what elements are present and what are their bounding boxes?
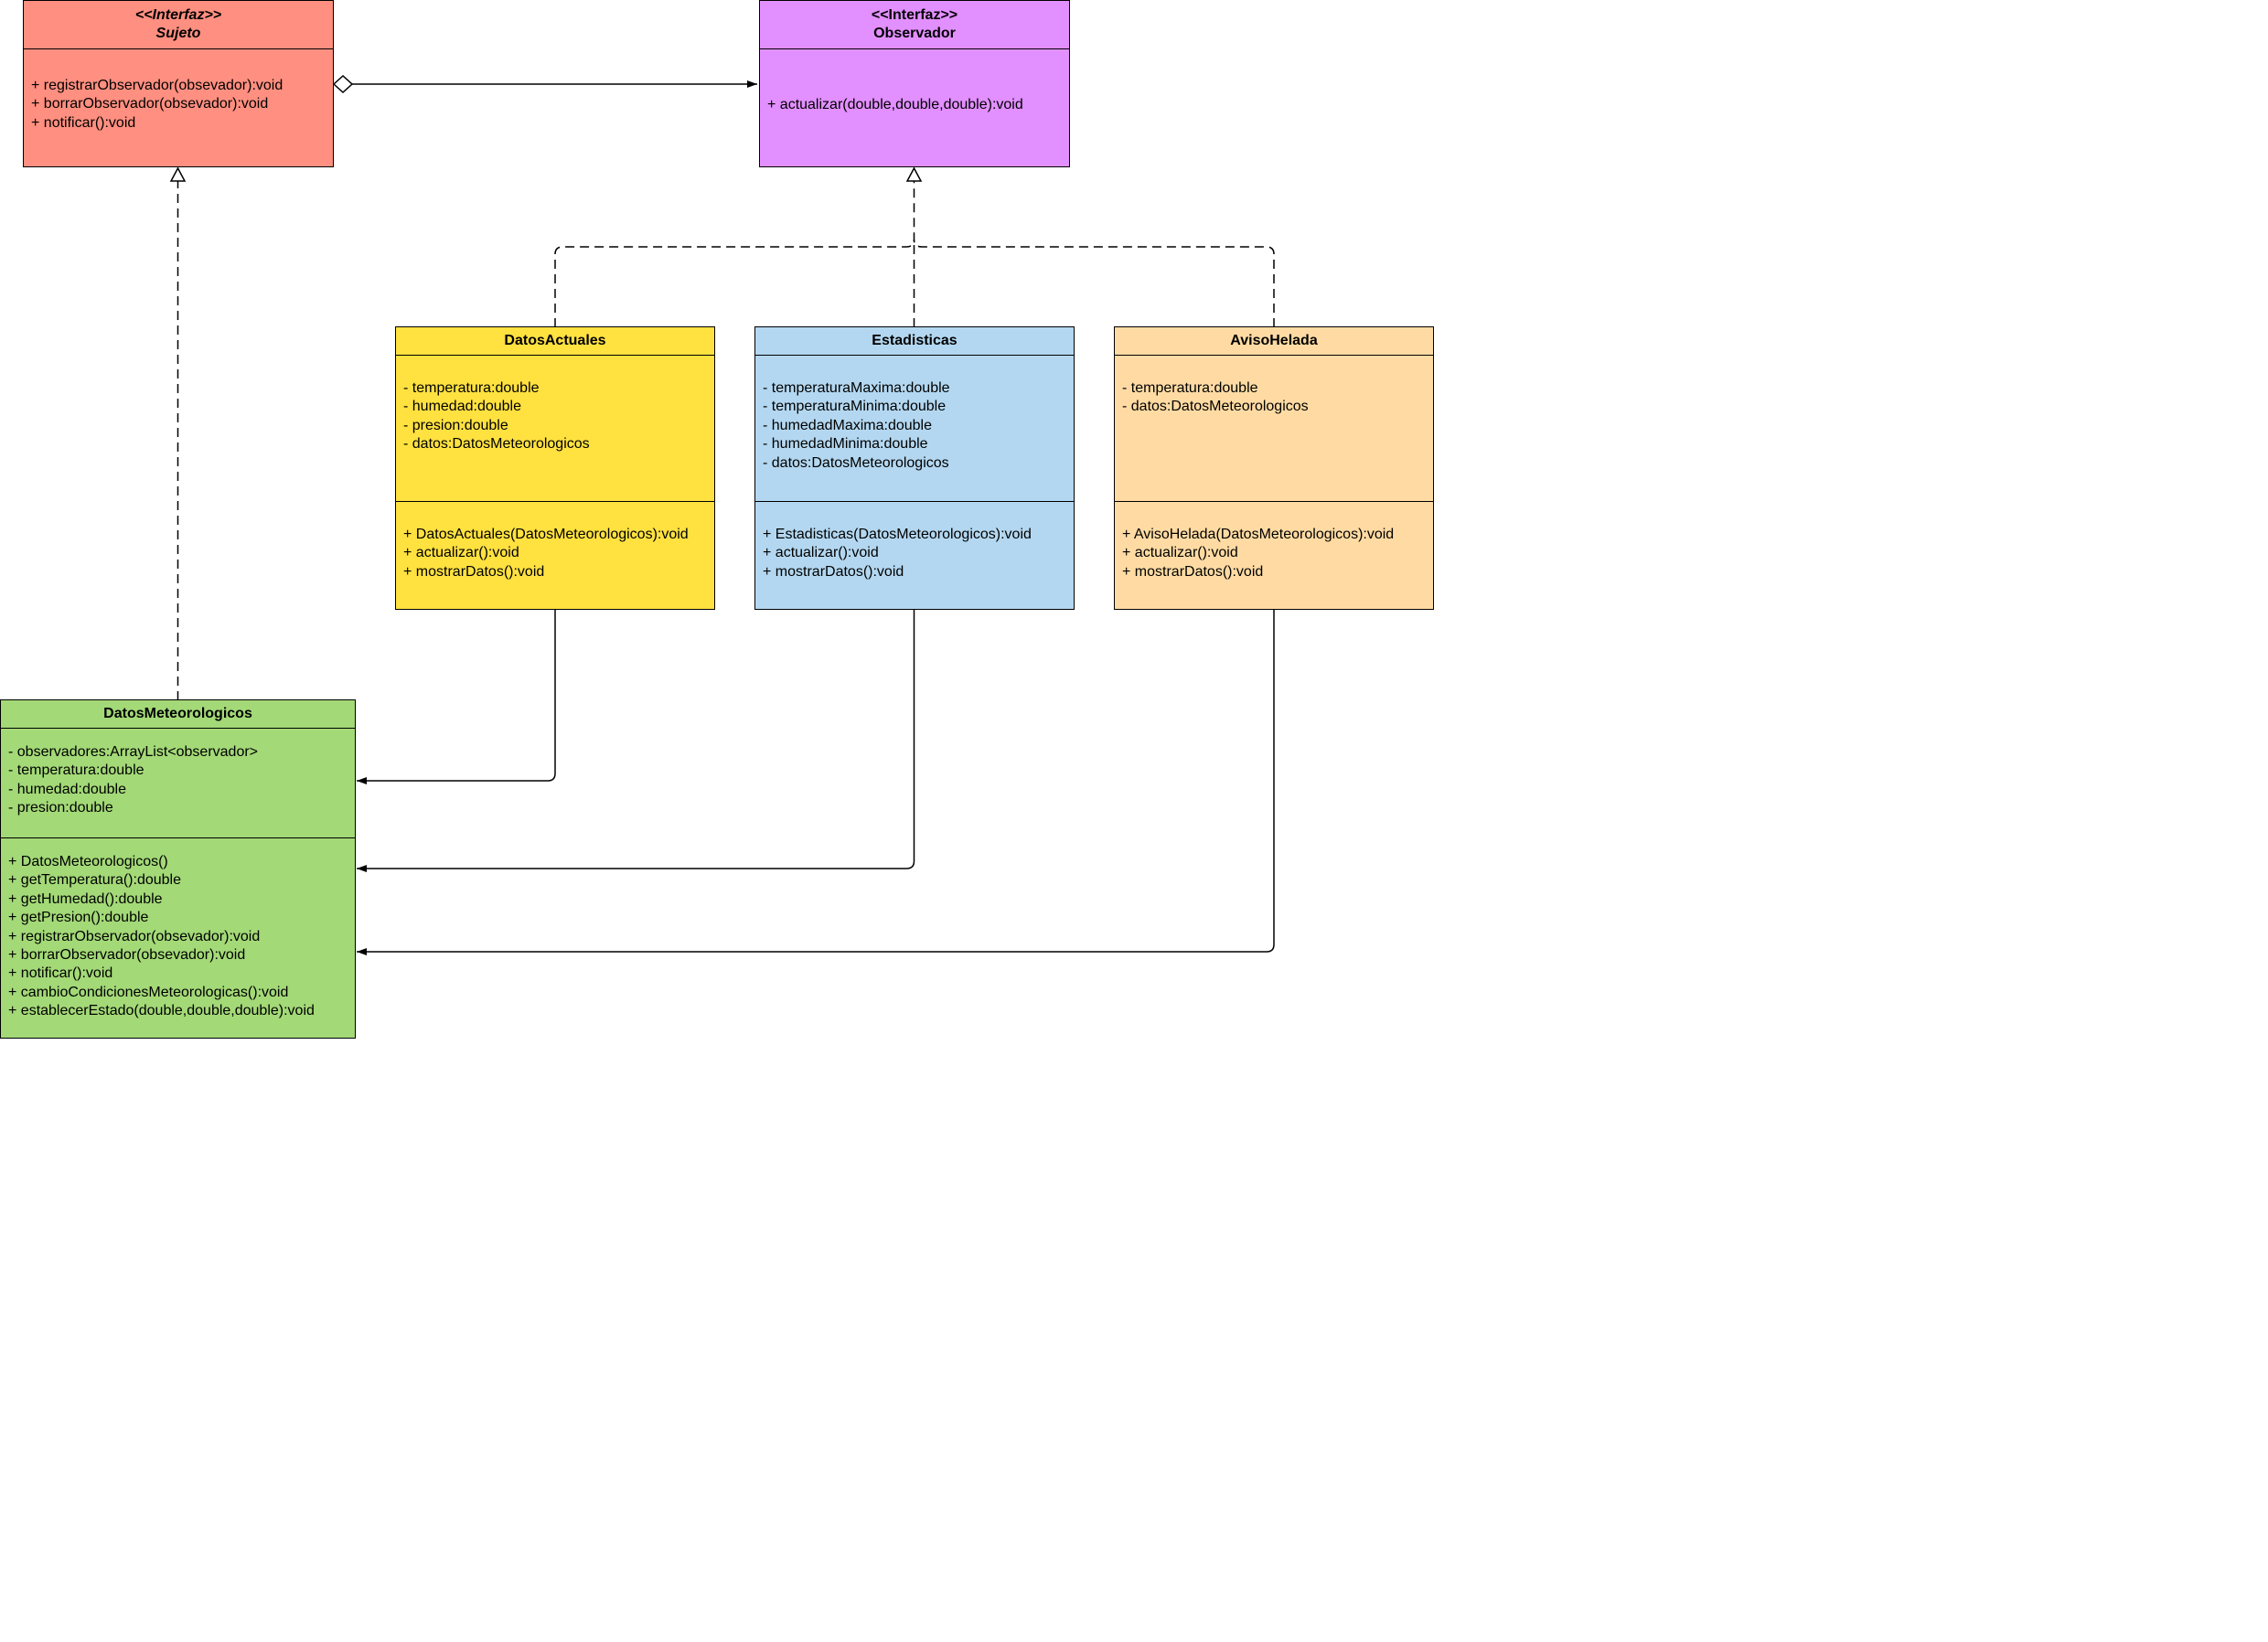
- attribute-item: - datos:DatosMeteorologicos: [1122, 399, 1309, 415]
- method-item: + getTemperatura():double: [8, 872, 181, 889]
- methods-section: + Estadisticas(DatosMeteorologicos):void…: [755, 501, 1074, 581]
- attribute-item: - presion:double: [403, 417, 508, 433]
- method-item: + DatosActuales(DatosMeteorologicos):voi…: [403, 527, 689, 542]
- class-name: DatosActuales: [504, 333, 606, 348]
- attribute-item: - temperatura:double: [8, 762, 144, 779]
- method-item: + registrarObservador(obsevador):void: [31, 78, 284, 93]
- realization-arrowhead-icon: [169, 166, 187, 182]
- class-name: AvisoHelada: [1230, 333, 1318, 348]
- class-datosactuales[interactable]: DatosActuales - temperatura:double - hum…: [395, 326, 715, 610]
- attribute-item: - humedadMaxima:double: [763, 417, 932, 433]
- method-item: + notificar():void: [31, 114, 136, 131]
- class-avisohelada[interactable]: AvisoHelada - temperatura:double - datos…: [1114, 326, 1434, 610]
- methods-section: + actualizar(double,double,double):void: [760, 49, 1069, 114]
- method-item: + notificar():void: [8, 965, 113, 982]
- method-item: + mostrarDatos():void: [403, 563, 545, 580]
- methods-section: + AvisoHelada(DatosMeteorologicos):void …: [1115, 501, 1433, 581]
- attribute-item: - temperatura:double: [1122, 380, 1258, 396]
- method-item: + actualizar():void: [403, 545, 519, 561]
- method-item: + AvisoHelada(DatosMeteorologicos):void: [1122, 527, 1395, 542]
- association-avisohelada-datosmeteorologicos: [357, 610, 1275, 955]
- attributes-section: - temperaturaMaxima:double - temperatura…: [755, 356, 1074, 501]
- attribute-item: - humedad:double: [403, 399, 521, 415]
- realization-observers-observador: [554, 166, 1275, 327]
- method-item: + actualizar():void: [763, 545, 879, 561]
- association-datosactuales-datosmeteorologicos: [357, 610, 556, 784]
- attribute-item: - presion:double: [8, 800, 113, 816]
- class-sujeto[interactable]: <<Interfaz>> Sujeto + registrarObservado…: [23, 0, 334, 167]
- relationship-connectors: [169, 74, 1275, 955]
- method-item: + actualizar():void: [1122, 545, 1238, 561]
- method-item: + DatosMeteorologicos(): [8, 854, 168, 869]
- method-item: + mostrarDatos():void: [763, 563, 904, 580]
- method-item: + borrarObservador(obsevador):void: [8, 947, 246, 964]
- aggregation-sujeto-observador: [332, 74, 757, 94]
- attribute-item: - temperaturaMaxima:double: [763, 380, 950, 396]
- class-name: Estadisticas: [872, 333, 957, 348]
- method-item: + registrarObservador(obsevador):void: [8, 928, 261, 944]
- attribute-item: - temperatura:double: [403, 380, 540, 396]
- method-item: + getPresion():double: [8, 910, 149, 926]
- realization-arrowhead-icon: [905, 166, 923, 182]
- realization-datosmeteorologicos-sujeto: [169, 166, 187, 700]
- attribute-item: - datos:DatosMeteorologicos: [403, 436, 590, 453]
- class-header: <<Interfaz>> Observador: [760, 1, 1069, 49]
- class-name: Sujeto: [155, 26, 201, 41]
- class-observador[interactable]: <<Interfaz>> Observador + actualizar(dou…: [759, 0, 1070, 167]
- method-item: + actualizar(double,double,double):void: [767, 97, 1023, 112]
- class-header: <<Interfaz>> Sujeto: [24, 1, 333, 49]
- class-header: DatosActuales: [396, 327, 714, 356]
- aggregation-diamond-icon: [332, 74, 354, 94]
- method-item: + establecerEstado(double,double,double)…: [8, 1003, 315, 1019]
- methods-section: + DatosMeteorologicos() + getTemperatura…: [1, 837, 355, 1021]
- attributes-section: - temperatura:double - datos:DatosMeteor…: [1115, 356, 1433, 501]
- class-name: Observador: [873, 26, 956, 41]
- methods-section: + registrarObservador(obsevador):void + …: [24, 49, 333, 133]
- attributes-section: - observadores:ArrayList<observador> - t…: [1, 729, 355, 837]
- attributes-section: - temperatura:double - humedad:double - …: [396, 356, 714, 501]
- class-header: DatosMeteorologicos: [1, 700, 355, 729]
- class-header: Estadisticas: [755, 327, 1074, 356]
- class-name: DatosMeteorologicos: [103, 706, 252, 721]
- attribute-item: - humedadMinima:double: [763, 436, 928, 453]
- method-item: + borrarObservador(obsevador):void: [31, 96, 269, 112]
- stereotype-label: <<Interfaz>>: [134, 7, 222, 23]
- stereotype-label: <<Interfaz>>: [871, 7, 958, 23]
- method-item: + mostrarDatos():void: [1122, 563, 1264, 580]
- method-item: + Estadisticas(DatosMeteorologicos):void: [763, 527, 1032, 542]
- attribute-item: - datos:DatosMeteorologicos: [763, 454, 949, 471]
- association-estadisticas-datosmeteorologicos: [357, 610, 915, 872]
- class-estadisticas[interactable]: Estadisticas - temperaturaMaxima:double …: [754, 326, 1075, 610]
- attribute-item: - humedad:double: [8, 781, 126, 797]
- attribute-item: - observadores:ArrayList<observador>: [8, 744, 259, 760]
- methods-section: + DatosActuales(DatosMeteorologicos):voi…: [396, 501, 714, 581]
- class-header: AvisoHelada: [1115, 327, 1433, 356]
- attribute-item: - temperaturaMinima:double: [763, 399, 947, 415]
- method-item: + getHumedad():double: [8, 890, 163, 907]
- class-datosmeteorologicos[interactable]: DatosMeteorologicos - observadores:Array…: [0, 699, 356, 1039]
- method-item: + cambioCondicionesMeteorologicas():void: [8, 984, 289, 1000]
